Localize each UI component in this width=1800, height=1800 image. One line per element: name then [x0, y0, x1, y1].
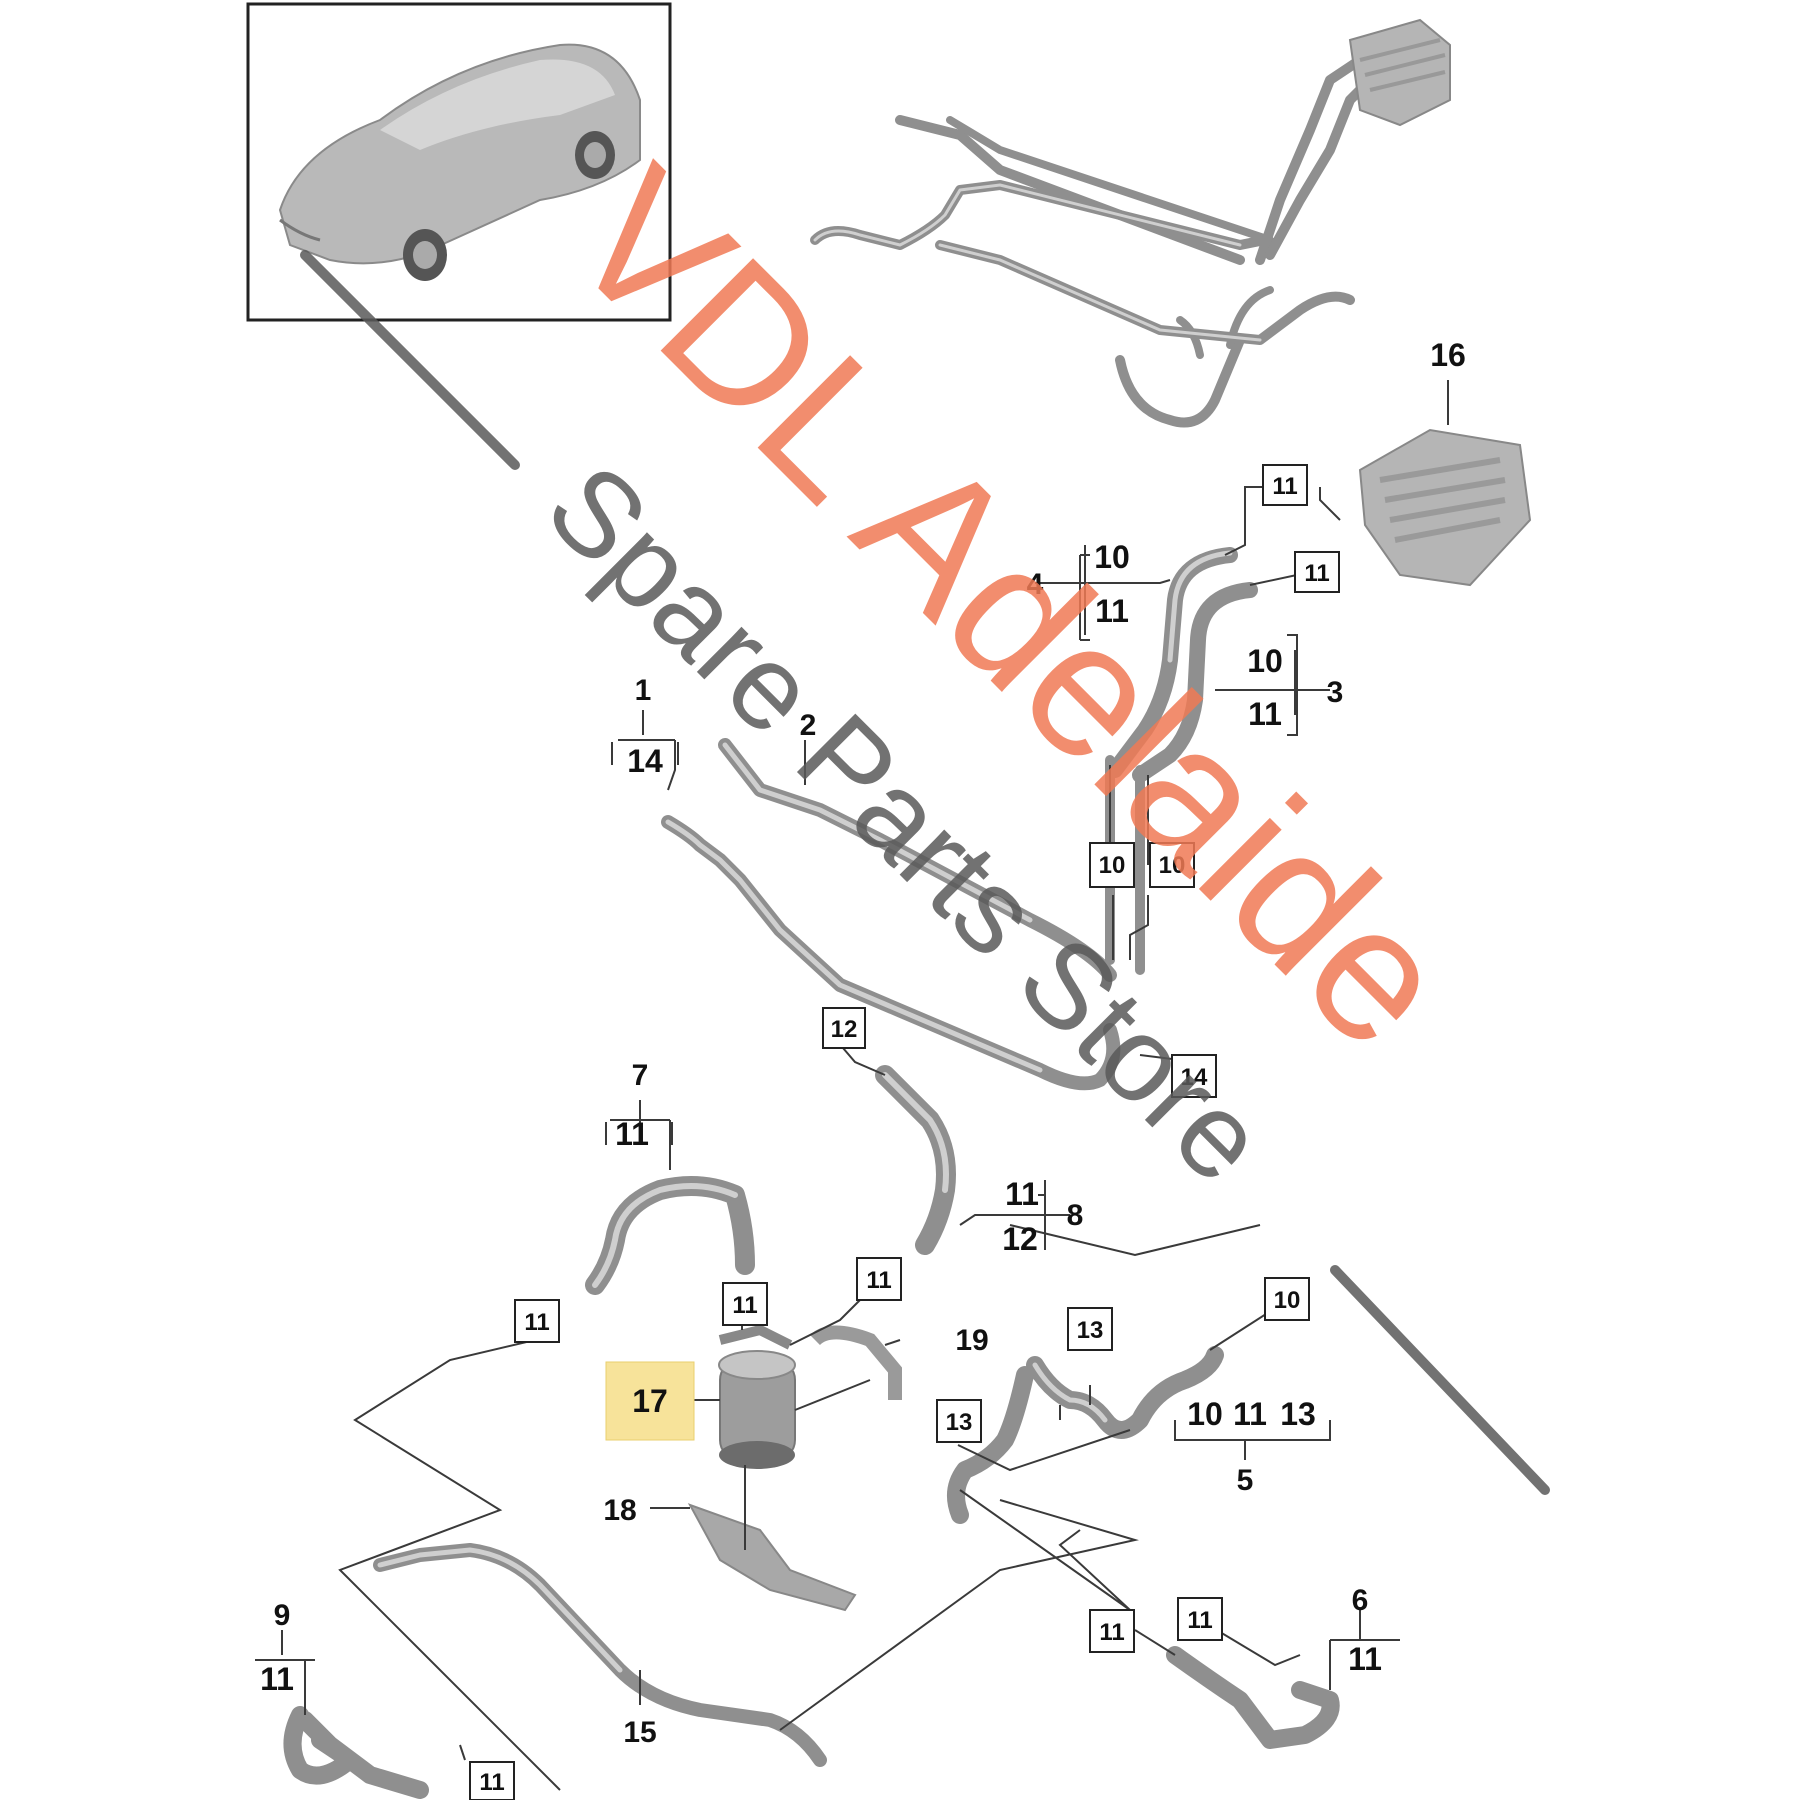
hose-7 [585, 1176, 755, 1295]
callout-11[interactable]: 11 [615, 1116, 649, 1152]
callout-11[interactable]: 11 [1099, 1619, 1124, 1646]
callout-11[interactable]: 11 [866, 1267, 891, 1294]
callout-11[interactable]: 11 [1233, 1396, 1267, 1432]
pipe-15 [373, 1543, 827, 1767]
callout-11[interactable]: 11 [260, 1661, 294, 1697]
callout-10[interactable]: 10 [1187, 1396, 1223, 1432]
watermark-stroke-lower [1330, 1265, 1550, 1495]
callout-1[interactable]: 1 [635, 674, 652, 707]
callout-11[interactable]: 11 [1187, 1607, 1212, 1634]
callout-10[interactable]: 10 [1274, 1287, 1301, 1314]
callout-13[interactable]: 13 [946, 1409, 973, 1436]
callout-11[interactable]: 11 [1272, 473, 1297, 500]
long-pipe-2 [718, 738, 1117, 982]
callout-11[interactable]: 11 [1095, 593, 1129, 629]
valve-block-top [1348, 18, 1451, 127]
callout-15[interactable]: 15 [623, 1716, 656, 1749]
callout-19[interactable]: 19 [955, 1324, 988, 1357]
callout-18[interactable]: 18 [603, 1494, 636, 1527]
callout-6[interactable]: 6 [1352, 1584, 1369, 1617]
callout-11[interactable]: 11 [1248, 696, 1282, 732]
callout-11[interactable]: 11 [732, 1292, 757, 1319]
callout-11[interactable]: 11 [479, 1769, 504, 1796]
watermark: VDL Adelaide Spare Parts Store [300, 129, 1550, 1495]
callout-14[interactable]: 14 [1181, 1064, 1208, 1091]
valve-block-icon [1358, 428, 1532, 587]
callout-11[interactable]: 11 [1005, 1176, 1039, 1212]
callout-10[interactable]: 10 [1159, 852, 1186, 879]
callout-9[interactable]: 9 [274, 1599, 291, 1632]
callout-8[interactable]: 8 [1067, 1199, 1084, 1232]
bracket-19 [810, 1325, 902, 1400]
callout-4[interactable]: 4 [1027, 568, 1044, 601]
car-thumbnail-icon [278, 43, 641, 281]
callout-11[interactable]: 11 [1304, 560, 1329, 587]
bracket-18 [687, 1503, 857, 1612]
callout-7[interactable]: 7 [632, 1059, 649, 1092]
callout-14[interactable]: 14 [627, 743, 663, 779]
long-pipe-1 [661, 815, 1121, 1091]
callout-3[interactable]: 3 [1327, 676, 1344, 709]
watermark-stroke-upper [300, 250, 520, 470]
callout-11[interactable]: 11 [1348, 1641, 1382, 1677]
pipe-pair-3-4 [1105, 547, 1258, 975]
hose-6 [1166, 1646, 1340, 1749]
callout-labels: 16 11 11 4 10 11 10 11 3 1 14 2 10 10 12… [260, 337, 1466, 1800]
callout-16[interactable]: 16 [1430, 337, 1466, 373]
callout-12[interactable]: 12 [1002, 1221, 1038, 1257]
callout-10[interactable]: 10 [1247, 643, 1283, 679]
callout-11[interactable]: 11 [524, 1309, 549, 1336]
callout-12[interactable]: 12 [831, 1016, 858, 1043]
callout-17[interactable]: 17 [632, 1383, 668, 1419]
callout-10[interactable]: 10 [1094, 539, 1130, 575]
callout-10[interactable]: 10 [1099, 852, 1126, 879]
callout-2[interactable]: 2 [800, 709, 817, 742]
callout-13[interactable]: 13 [1280, 1396, 1316, 1432]
callout-13[interactable]: 13 [1077, 1317, 1104, 1344]
hose-9 [283, 1706, 429, 1799]
callout-5[interactable]: 5 [1237, 1464, 1254, 1497]
highlighted-part-box [605, 1361, 695, 1441]
coolant-pump-icon [718, 1324, 796, 1469]
hose-8 [875, 1065, 956, 1255]
hose-5 [947, 1346, 1224, 1524]
